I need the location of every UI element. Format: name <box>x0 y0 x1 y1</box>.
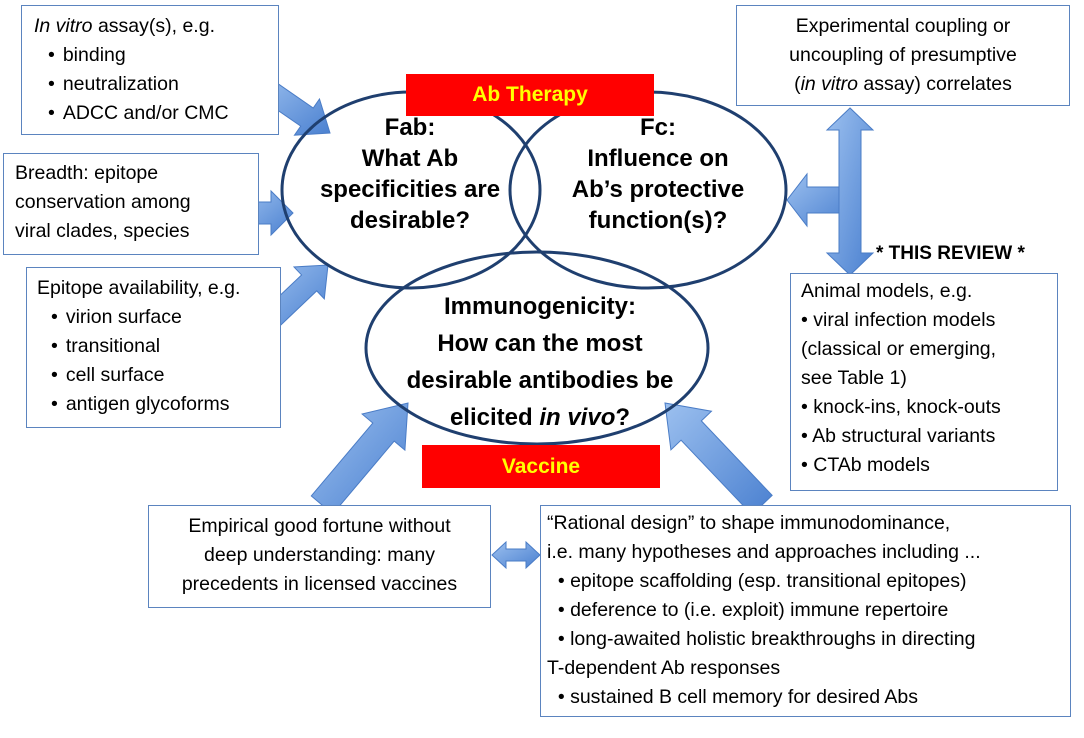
box-line: Experimental coupling or <box>795 15 1011 37</box>
fab-line: desirable? <box>349 207 471 234</box>
box-line: • CTAb models <box>801 454 930 476</box>
double-arrow-empirical-rational <box>491 540 541 570</box>
in-vitro-assays-box: In vitro assay(s), e.g. binding neutrali… <box>21 5 279 135</box>
ab-therapy-label: Ab Therapy <box>406 74 654 116</box>
list-item: ADCC and/or CMC <box>34 99 278 128</box>
box-line: • sustained B cell memory for desired Ab… <box>547 686 918 708</box>
box-line: uncoupling of presumptive <box>789 44 1017 66</box>
immuno-line: elicited in vivo? <box>370 399 710 436</box>
box-line: “Rational design” to shape immunodominan… <box>547 512 951 534</box>
box-line: see Table 1) <box>801 367 907 389</box>
list-item: neutralization <box>34 70 278 99</box>
immuno-title: Immunogenicity: <box>443 293 636 320</box>
box-line: T-dependent Ab responses <box>547 657 781 679</box>
fc-line: function(s)? <box>588 207 728 234</box>
box-line: • epitope scaffolding (esp. transitional… <box>547 570 967 592</box>
list-item: transitional <box>37 332 280 361</box>
line-rest: assay) correlates <box>858 73 1012 95</box>
epitope-availability-box: Epitope availability, e.g. virion surfac… <box>26 267 281 428</box>
box-line: i.e. many hypotheses and approaches incl… <box>547 541 981 563</box>
list-item: virion surface <box>37 303 280 332</box>
box-line: • viral infection models <box>801 309 996 331</box>
immuno-line: How can the most <box>437 330 643 357</box>
immunogenicity-ellipse <box>364 250 710 446</box>
box-title: Epitope availability, e.g. <box>37 277 241 299</box>
box-line: Breadth: epitope <box>15 162 159 184</box>
fab-text: Fab: What Ab specificities are desirable… <box>290 112 530 236</box>
fab-line: specificities are <box>319 176 501 203</box>
box-title: In vitro assay(s), e.g. <box>34 12 278 41</box>
immunogenicity-text: Immunogenicity: How can the most desirab… <box>370 288 710 436</box>
in-vitro-italic: In vitro <box>34 15 93 37</box>
animal-models-box: Animal models, e.g. • viral infection mo… <box>790 273 1058 491</box>
arrow-empirical-to-immuno <box>310 402 409 515</box>
box-line: • knock-ins, knock-outs <box>801 396 1001 418</box>
immuno-last-suffix: ? <box>615 404 631 431</box>
box-line: • long-awaited holistic breakthroughs in… <box>547 628 976 650</box>
vaccine-label: Vaccine <box>422 445 660 488</box>
box-line: • deference to (i.e. exploit) immune rep… <box>547 599 949 621</box>
arrow-rational-to-immuno <box>664 402 773 516</box>
fc-line: Ab’s protective <box>571 176 745 203</box>
breadth-box: Breadth: epitope conservation among vira… <box>3 153 259 255</box>
box-line: conservation among <box>15 191 191 213</box>
box-title: Animal models, e.g. <box>801 280 973 302</box>
immuno-last-prefix: elicited <box>449 404 540 431</box>
box-line: (classical or emerging, <box>801 338 997 360</box>
fab-title: Fab: <box>384 114 436 141</box>
box-line: (in vitro assay) correlates <box>737 70 1069 99</box>
immuno-in-vivo: in vivo <box>539 404 616 431</box>
empirical-box: Empirical good fortune without deep unde… <box>148 505 491 608</box>
box-line: viral clades, species <box>15 220 190 242</box>
fc-text: Fc: Influence on Ab’s protective functio… <box>538 112 778 236</box>
box-line: precedents in licensed vaccines <box>181 573 458 595</box>
fab-line: What Ab <box>361 145 459 172</box>
box-line: • Ab structural variants <box>801 425 996 447</box>
immuno-line: desirable antibodies be <box>406 367 674 394</box>
paren: ( <box>794 73 801 95</box>
list-item: cell surface <box>37 361 280 390</box>
fc-line: Influence on <box>587 145 729 172</box>
box-line: Empirical good fortune without <box>188 515 451 537</box>
fc-title: Fc: <box>640 114 676 141</box>
box-line: deep understanding: many <box>204 544 435 566</box>
rational-design-box: “Rational design” to shape immunodominan… <box>540 505 1071 717</box>
title-rest: assay(s), e.g. <box>92 15 215 37</box>
this-review-label: * THIS REVIEW * <box>876 243 1025 264</box>
list-item: antigen glycoforms <box>37 390 280 419</box>
coupling-box: Experimental coupling or uncoupling of p… <box>736 5 1070 106</box>
list-item: binding <box>34 41 278 70</box>
in-vitro-italic: in vitro <box>800 73 859 95</box>
